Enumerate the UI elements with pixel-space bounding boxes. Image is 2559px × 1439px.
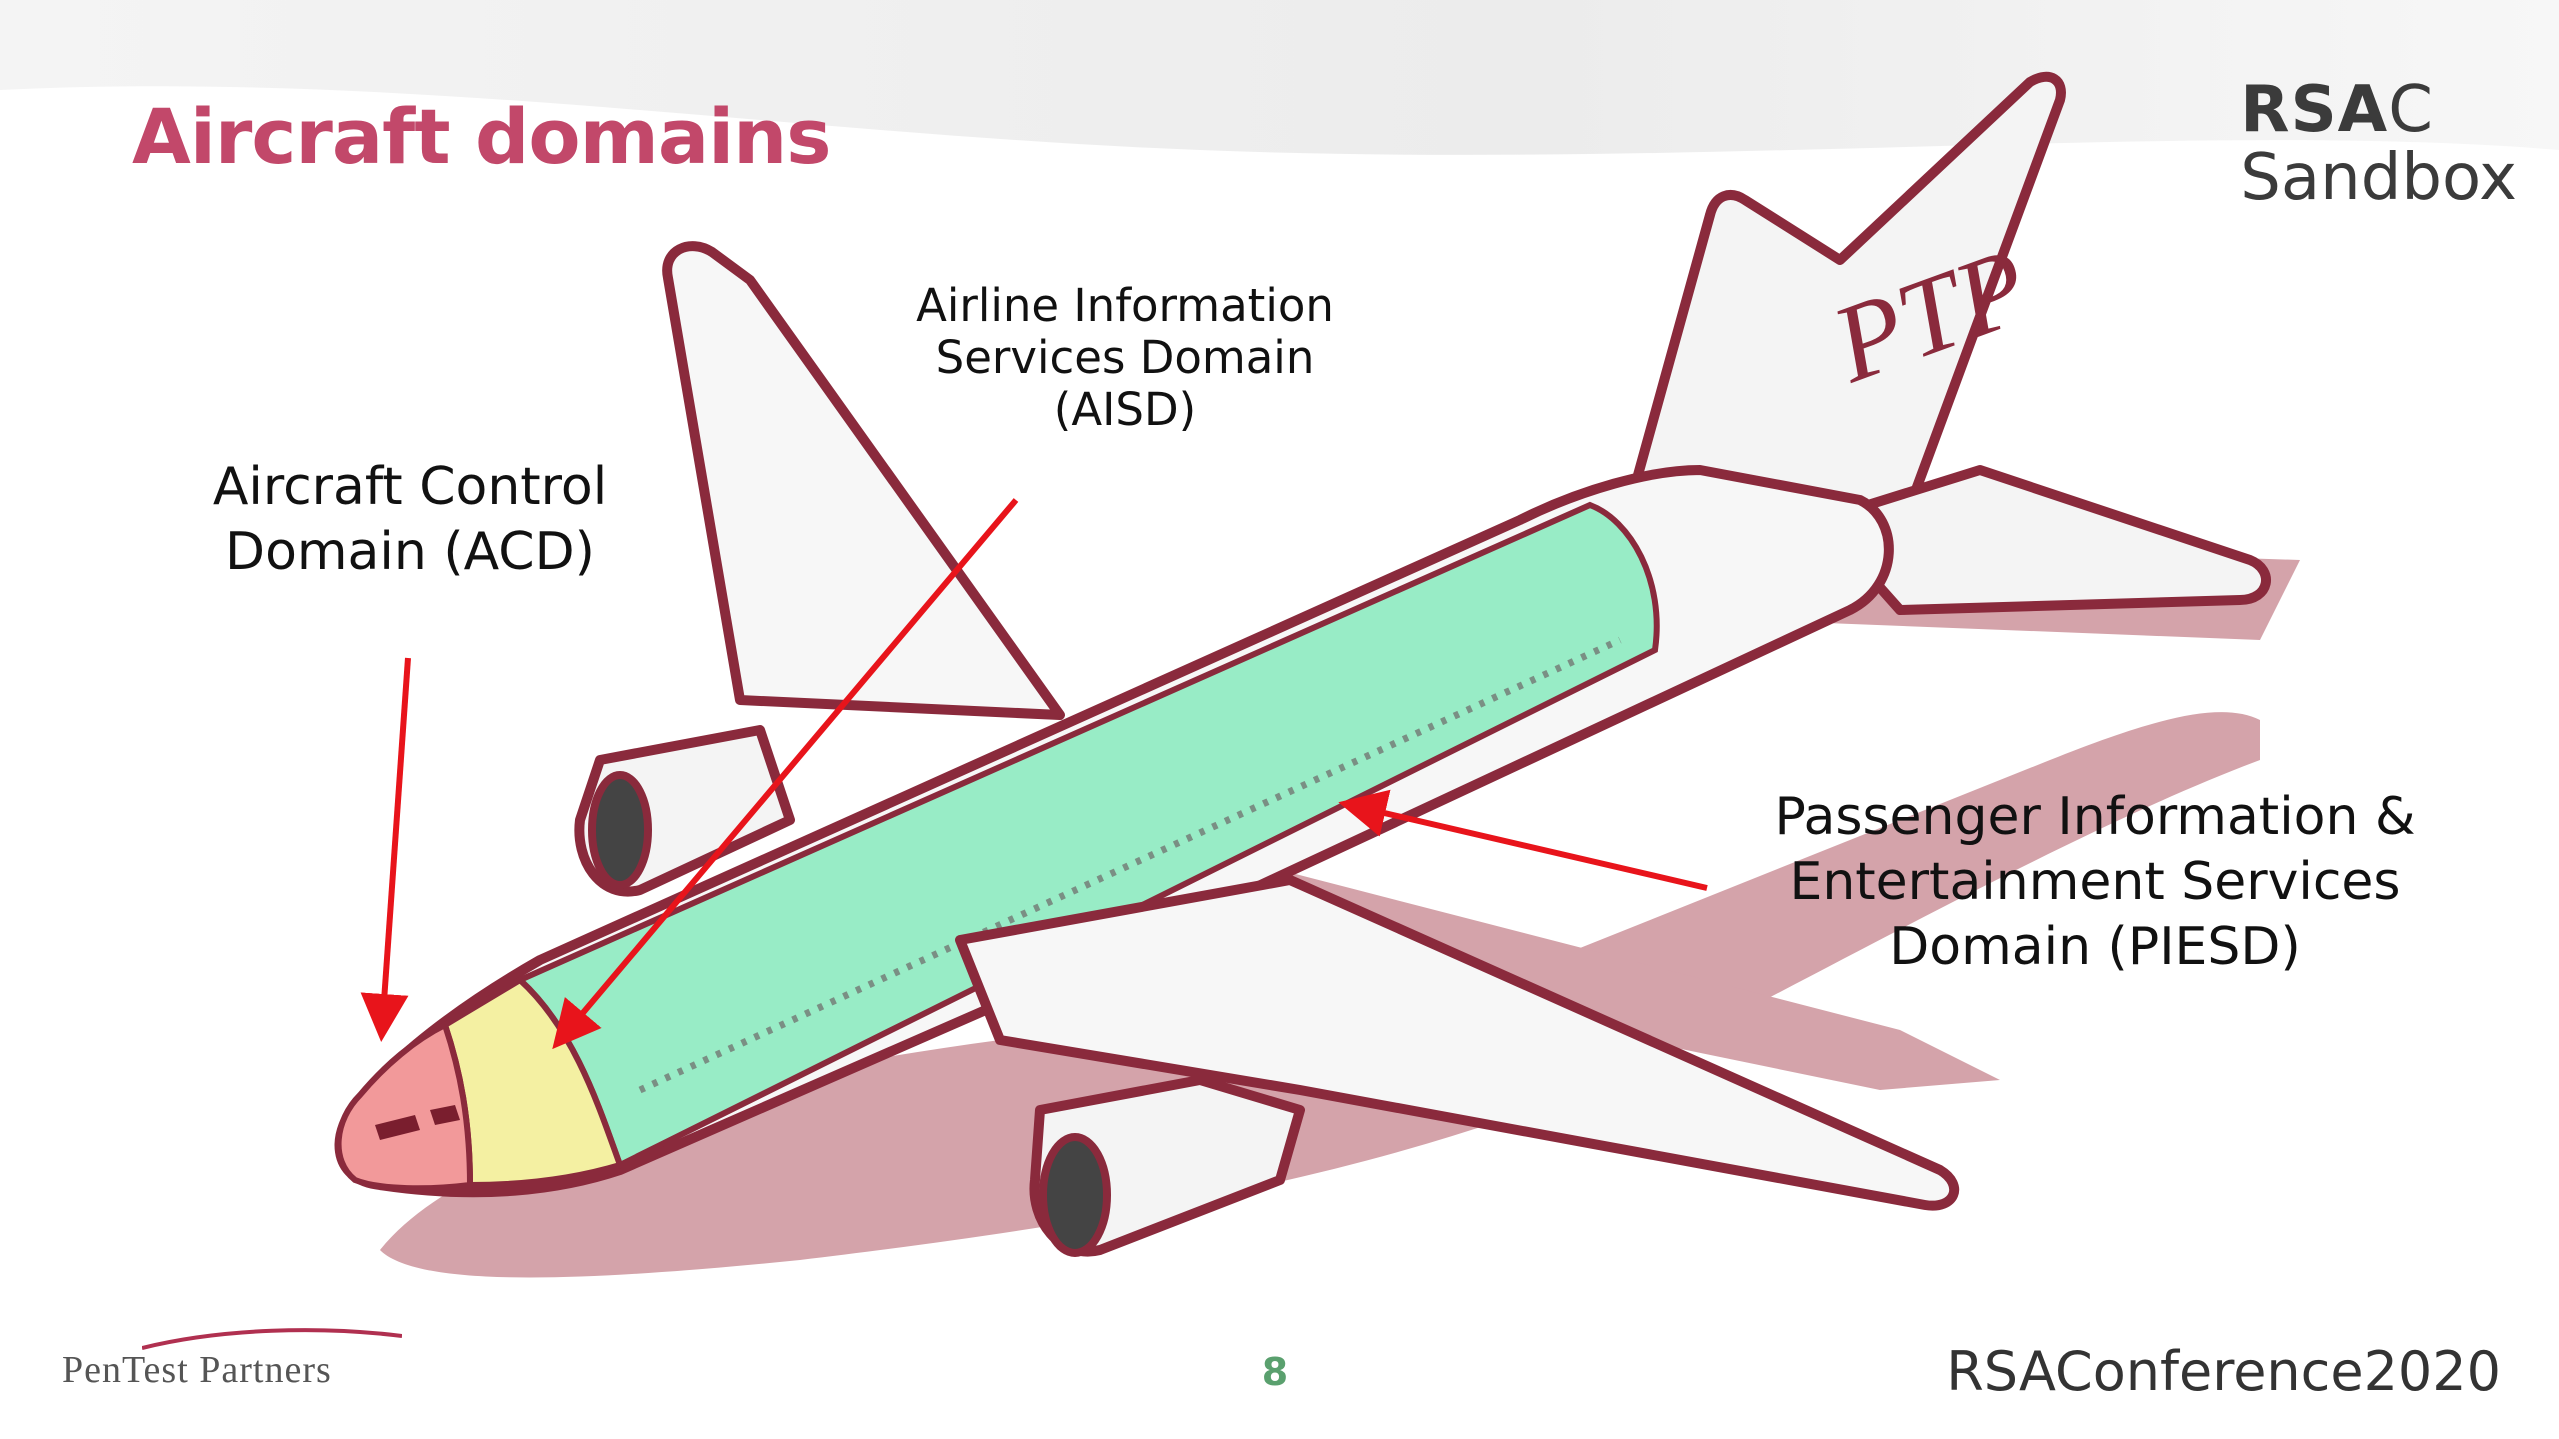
tail-fin <box>1615 71 2066 565</box>
sandbox-logo-text: Sandbox <box>2240 141 2517 215</box>
piesd-label: Passenger Information & Entertainment Se… <box>1700 785 2490 980</box>
aisd-label: Airline Information Services Domain (AIS… <box>880 280 1370 435</box>
piesd-label-line: Domain (PIESD) <box>1889 917 2301 977</box>
page-number: 8 <box>1261 1350 1289 1394</box>
rsac-logo-c: C <box>2388 73 2434 147</box>
acd-label: Aircraft Control Domain (ACD) <box>150 455 670 585</box>
tail-stabilizer <box>1815 465 2271 615</box>
piesd-label-line: Entertainment Services <box>1789 852 2401 912</box>
rsa-conference-logo: RSAConference2020 <box>1946 1340 2501 1403</box>
aircraft-shadow <box>380 712 2260 1278</box>
slide-title: Aircraft domains <box>132 92 832 181</box>
aisd-arrow <box>552 498 1019 1050</box>
rsac-sandbox-logo: RSAC Sandbox <box>2240 78 2517 210</box>
cabin-windows <box>638 636 1622 1094</box>
lower-engine-intake <box>1039 1133 1111 1257</box>
logo-swoosh <box>142 1328 402 1350</box>
cockpit-windows <box>375 1105 460 1140</box>
upper-wing <box>662 241 1065 720</box>
upper-engine-intake <box>588 771 652 889</box>
acd-zone <box>335 1020 474 1192</box>
aisd-label-line: (AISD) <box>1053 382 1197 436</box>
aisd-label-line: Services Domain <box>935 330 1315 384</box>
wing-shadow <box>1250 870 2000 1090</box>
acd-arrow <box>360 657 411 1042</box>
aisd-label-line: Airline Information <box>916 279 1334 332</box>
rsac-logo-text: RSA <box>2240 73 2389 147</box>
acd-label-line: Domain (ACD) <box>225 522 595 582</box>
pentest-partners-text: PenTest Partners <box>62 1349 332 1391</box>
acd-label-line: Aircraft Control <box>212 457 608 517</box>
pentest-partners-logo: PenTest Partners <box>62 1328 402 1392</box>
lower-wing <box>955 875 1960 1211</box>
piesd-label-line: Passenger Information & <box>1774 787 2416 847</box>
piesd-arrow <box>1338 789 1708 891</box>
